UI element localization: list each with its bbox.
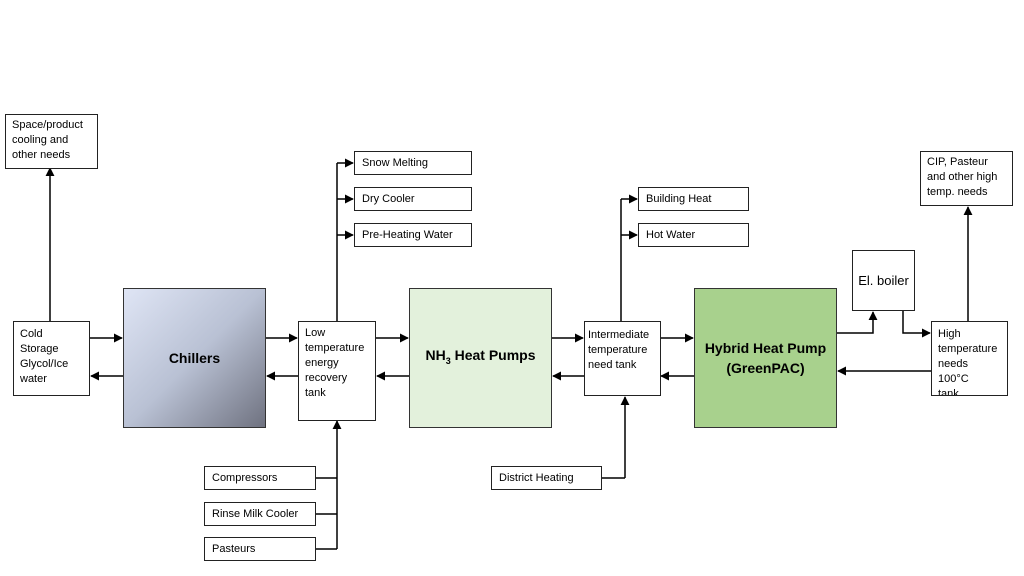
high-temp-tank-box: High temperature needs 100°C tank: [931, 321, 1008, 396]
intermediate-tank-box: Intermediate temperature need tank: [584, 321, 661, 396]
nh3-suffix: Heat Pumps: [450, 347, 536, 364]
space-cooling-box: Space/product cooling and other needs: [5, 114, 98, 169]
compressors-box: Compressors: [204, 466, 316, 490]
cip-box: CIP, Pasteur and other high temp. needs: [920, 151, 1013, 206]
rinse-milk-cooler-box: Rinse Milk Cooler: [204, 502, 316, 526]
arrow-hybrid-to-boiler: [837, 311, 878, 334]
cold-storage-box: Cold Storage Glycol/Ice water: [13, 321, 90, 396]
nh3-heat-pumps-box: NH3 Heat Pumps: [409, 288, 552, 428]
dry-cooler-box: Dry Cooler: [354, 187, 472, 211]
hot-water-box: Hot Water: [638, 223, 749, 247]
building-heat-box: Building Heat: [638, 187, 749, 211]
el-boiler-box: El. boiler: [852, 250, 915, 311]
arrow-boiler-to-hightank: [902, 311, 931, 338]
low-temp-tank-box: Low temperature energy recovery tank: [298, 321, 376, 421]
pre-heating-water-box: Pre-Heating Water: [354, 223, 472, 247]
nh3-prefix: NH: [425, 347, 446, 364]
district-heating-box: District Heating: [491, 466, 602, 490]
hybrid-heat-pump-box: Hybrid Heat Pump (GreenPAC): [694, 288, 837, 428]
snow-melting-box: Snow Melting: [354, 151, 472, 175]
nh3-subscript: 3: [445, 355, 451, 366]
pasteurs-box: Pasteurs: [204, 537, 316, 561]
chillers-box: Chillers: [123, 288, 266, 428]
